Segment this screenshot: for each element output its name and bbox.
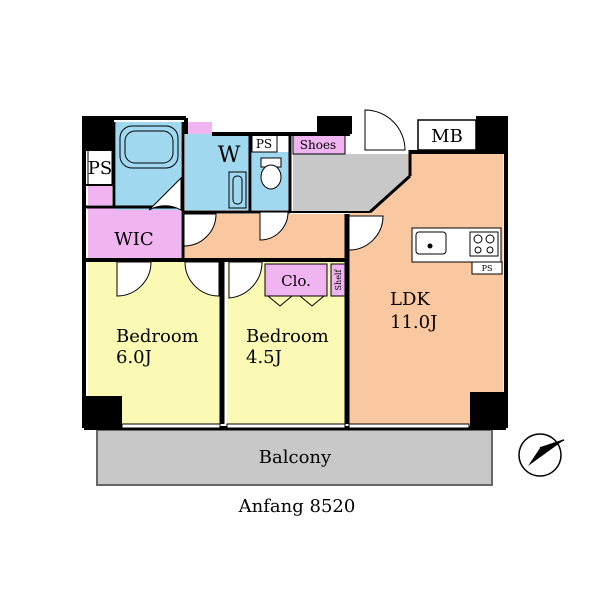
windows [121,423,470,429]
washbasin-icon [228,171,247,209]
wic-label: WIC [114,229,153,250]
shelf-label: Shelf [334,269,343,291]
meter-box-label: MB [431,126,463,147]
closet-label: Clo. [281,272,311,290]
bedroom-1-size: 6.0J [116,347,152,368]
washer-label: W [218,143,241,168]
north-arrow-icon [518,433,565,477]
balcony [96,429,493,486]
ldk-name: LDK [390,289,430,310]
doors [116,109,406,299]
balcony-label: Balcony [259,447,332,468]
toilet-icon [260,157,282,190]
ldk-area [349,152,503,424]
closet-doors [267,295,325,307]
ps-kitchen-area [471,261,503,275]
bedroom-1-name: Bedroom [116,326,199,347]
ps-left-label: PS [88,158,112,179]
ps-kitchen-label: PS [482,264,493,273]
bathtub-icon [119,125,179,169]
bedroom-2-size: 4.5J [246,347,282,368]
closet-area [264,263,328,297]
property-caption: Anfang 8520 [238,496,356,517]
pillars [84,116,506,428]
ps-toilet-label: PS [256,137,272,151]
kitchen-counter-icon [411,227,502,263]
wic-area [88,207,181,259]
bedroom-2-name: Bedroom [246,326,329,347]
shoes-label: Shoes [300,138,336,152]
ldk-size: 11.0J [390,312,437,333]
entrance-area [293,154,408,212]
